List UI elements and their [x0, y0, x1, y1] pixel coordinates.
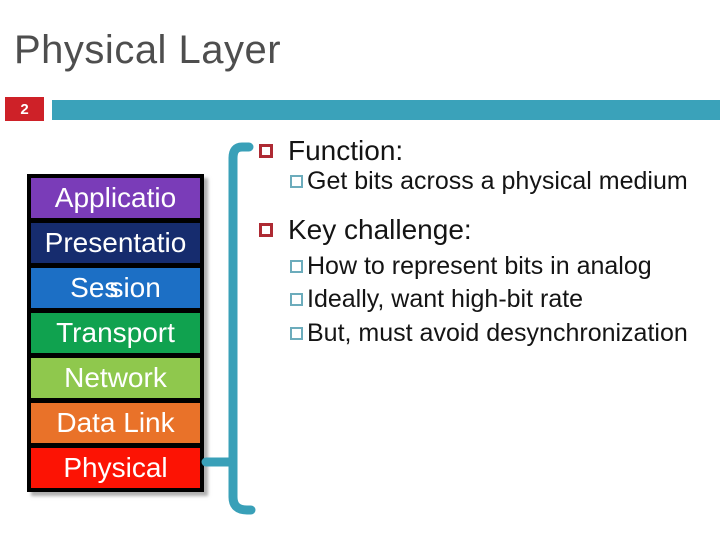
layer-label: Session — [70, 272, 161, 303]
layer-row: Data Link — [31, 403, 200, 443]
layer-label: Network — [64, 362, 167, 393]
red-square-bullet-icon — [259, 144, 273, 158]
page-number: 2 — [20, 100, 29, 118]
bullet-line: Ideally, want high-bit rate — [290, 287, 583, 312]
bullet-text: Key challenge: — [288, 214, 472, 245]
bullet-line: How to represent bits in analog — [290, 254, 652, 279]
layer-label: Presentatio — [44, 227, 187, 258]
bullet-text: Get bits across a physical medium — [307, 167, 688, 195]
bullet-line: Function: — [259, 136, 403, 166]
layer-row: Transport — [31, 313, 200, 353]
bullet-text: But, must avoid desynchronization — [307, 319, 688, 347]
header-accent-bar — [52, 100, 720, 120]
layer-row: Presentatio — [31, 223, 200, 263]
teal-square-bullet-icon — [290, 327, 303, 340]
red-square-bullet-icon — [259, 223, 273, 237]
bullet-line: But, must avoid desynchronization — [290, 321, 688, 346]
teal-square-bullet-icon — [290, 175, 303, 188]
layer-label: Data Link — [56, 407, 175, 438]
layer-row: Session — [31, 268, 200, 308]
layer-label: Transport — [56, 317, 175, 348]
page-number-badge: 2 — [5, 97, 44, 121]
teal-square-bullet-icon — [290, 293, 303, 306]
layer-label: Physical — [63, 452, 168, 483]
layer-row: Physical — [31, 448, 200, 488]
bullet-text: How to represent bits in analog — [307, 252, 652, 280]
bullet-line: Get bits across a physical medium — [290, 169, 688, 194]
layer-row: Network — [31, 358, 200, 398]
page-title: Physical Layer — [14, 28, 282, 72]
teal-square-bullet-icon — [290, 260, 303, 273]
bullet-text: Ideally, want high-bit rate — [307, 285, 584, 313]
bullet-text: Function: — [288, 135, 404, 166]
layer-row: Applicatio — [31, 178, 200, 218]
layer-label: Applicatio — [54, 182, 177, 213]
bullet-line: Key challenge: — [259, 215, 472, 245]
